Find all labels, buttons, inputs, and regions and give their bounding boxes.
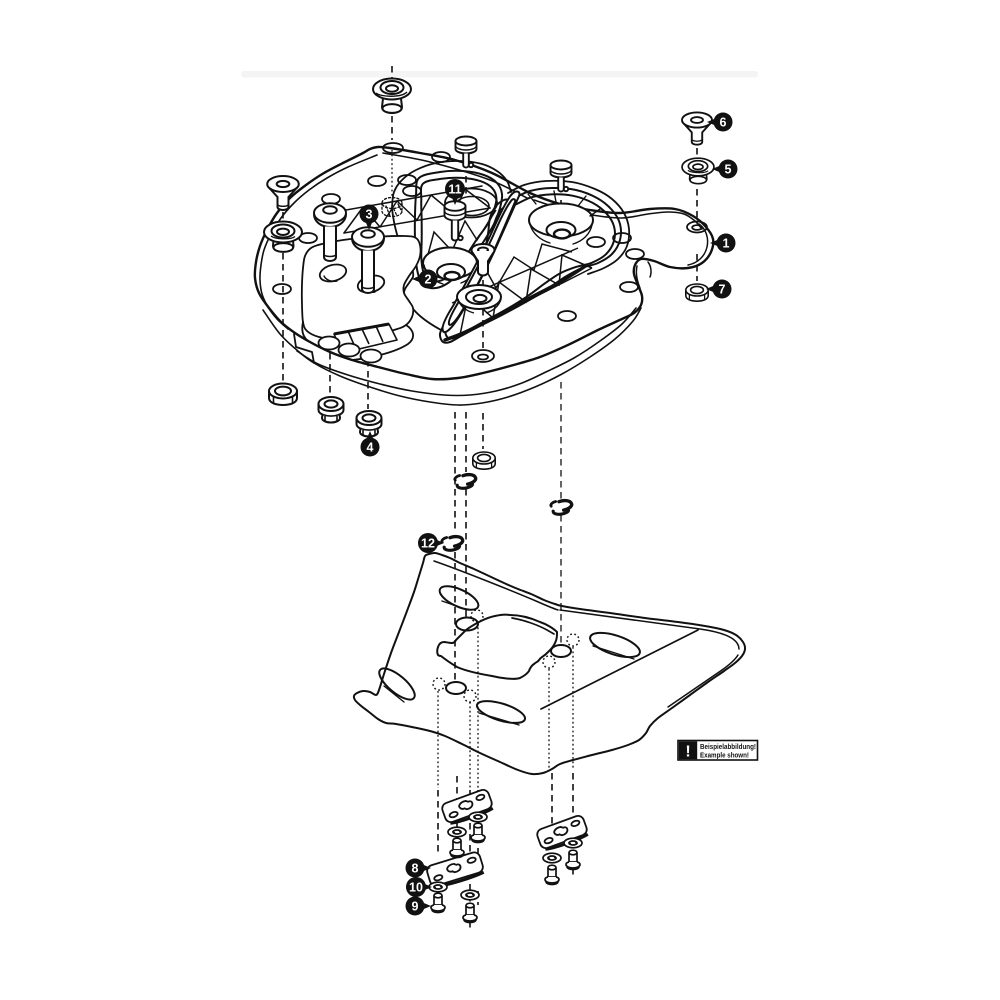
svg-text:10: 10	[409, 880, 423, 894]
svg-text:8: 8	[412, 861, 419, 875]
svg-text:Beispielabbildung!: Beispielabbildung!	[700, 742, 756, 751]
svg-text:!: !	[685, 744, 690, 761]
svg-text:2: 2	[425, 272, 432, 286]
svg-text:9: 9	[412, 899, 419, 913]
svg-text:5: 5	[725, 162, 732, 176]
svg-text:11: 11	[448, 182, 461, 196]
svg-text:1: 1	[723, 236, 730, 250]
svg-text:7: 7	[719, 282, 726, 296]
svg-text:Example shown!: Example shown!	[700, 751, 749, 760]
svg-text:12: 12	[421, 536, 435, 550]
svg-text:3: 3	[366, 207, 373, 221]
svg-text:6: 6	[720, 115, 727, 129]
svg-text:4: 4	[367, 440, 374, 454]
